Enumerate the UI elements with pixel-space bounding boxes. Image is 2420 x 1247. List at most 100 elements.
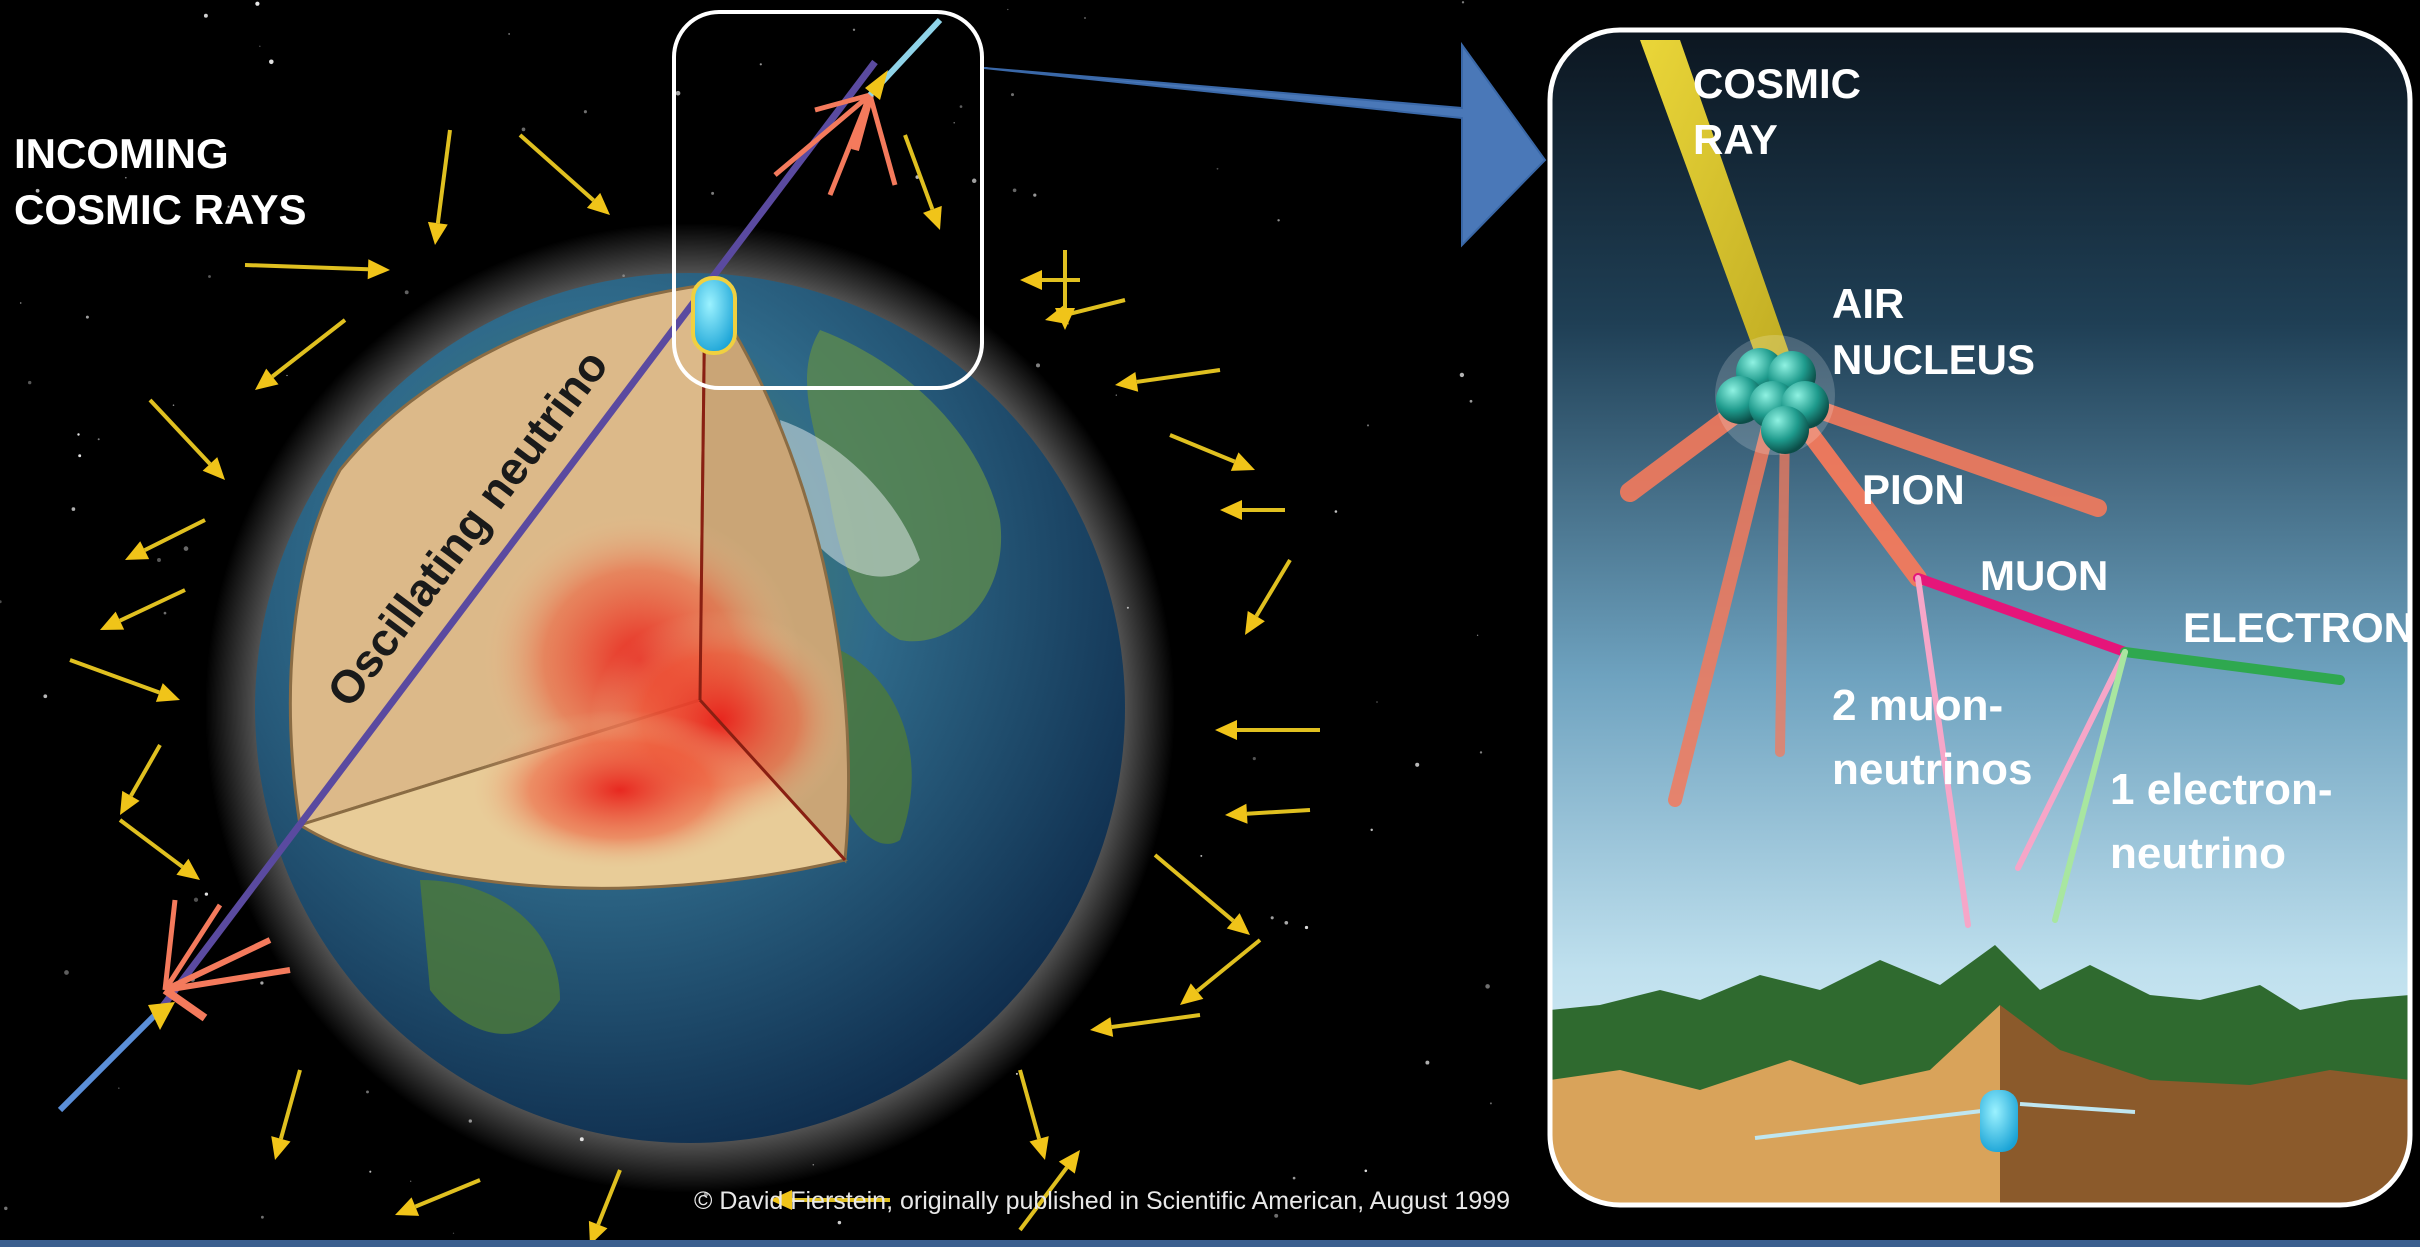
star bbox=[259, 45, 261, 47]
star bbox=[1115, 394, 1117, 396]
star bbox=[675, 90, 681, 96]
star bbox=[19, 302, 22, 304]
star bbox=[203, 13, 208, 18]
cosmic-ray-arrow bbox=[148, 398, 225, 480]
cosmic-ray-arrow bbox=[1018, 1150, 1080, 1232]
zoom-callout-box bbox=[672, 10, 984, 390]
muon-label: MUON bbox=[1980, 552, 2109, 599]
cosmic-ray-arrow bbox=[69, 658, 180, 702]
star bbox=[1015, 1072, 1018, 1075]
star bbox=[1415, 762, 1420, 767]
star bbox=[703, 1192, 709, 1197]
star bbox=[118, 1087, 120, 1089]
oscillating-neutrino-path bbox=[57, 59, 878, 1113]
cosmic-ray-arrow bbox=[255, 318, 347, 390]
star bbox=[366, 1090, 369, 1094]
star bbox=[0, 600, 2, 604]
star bbox=[1084, 17, 1086, 19]
star bbox=[1252, 757, 1256, 761]
cosmic-ray-arrow bbox=[1245, 558, 1292, 635]
star bbox=[452, 1232, 455, 1234]
cosmic-ray-arrow bbox=[125, 518, 206, 560]
cosmic-ray-arrow bbox=[903, 134, 942, 230]
star bbox=[1459, 372, 1465, 378]
star bbox=[261, 1215, 264, 1219]
star bbox=[77, 433, 80, 436]
star bbox=[1035, 363, 1041, 368]
star bbox=[4, 1206, 8, 1211]
star bbox=[172, 404, 175, 406]
muon-track bbox=[1913, 573, 2130, 657]
cosmic-ray-arrow bbox=[518, 133, 610, 215]
star bbox=[1479, 751, 1483, 754]
detail-panel bbox=[1550, 30, 2410, 1205]
star bbox=[71, 507, 76, 511]
star bbox=[1200, 854, 1203, 857]
star bbox=[27, 380, 32, 385]
star bbox=[183, 546, 189, 551]
detail-panel-border bbox=[1547, 27, 2413, 1208]
cosmic-ray-arrow bbox=[770, 1190, 890, 1210]
star bbox=[97, 438, 100, 441]
cosmic-ray-arrow bbox=[244, 259, 390, 280]
star bbox=[1011, 93, 1014, 97]
star bbox=[508, 33, 510, 35]
copyright-credit: © David Fierstein, originally published … bbox=[694, 1187, 1511, 1215]
cosmic-ray-arrow bbox=[1090, 1013, 1201, 1037]
star bbox=[1425, 1060, 1430, 1065]
star bbox=[1216, 167, 1219, 170]
cosmic-ray-arrow bbox=[395, 1178, 481, 1216]
cosmic-ray-arrow bbox=[1169, 433, 1255, 471]
electron-neutrino-label: 1 electron- neutrino bbox=[2110, 765, 2333, 878]
star bbox=[204, 892, 209, 896]
star bbox=[163, 611, 167, 615]
air-nucleus-label: AIR NUCLEUS bbox=[1832, 280, 2036, 383]
star bbox=[85, 315, 89, 319]
star bbox=[1304, 925, 1309, 930]
star bbox=[1277, 219, 1280, 222]
star bbox=[193, 897, 199, 902]
bottom-bar bbox=[0, 1240, 2420, 1247]
muon-neutrinos-label: 2 muon- neutrinos bbox=[1832, 681, 2033, 794]
cosmic-ray-arrow bbox=[118, 818, 200, 880]
neutrino-tracks bbox=[1915, 575, 2128, 928]
cosmic-ray-arrow bbox=[1225, 803, 1311, 824]
cosmic-ray-arrow bbox=[1115, 368, 1221, 392]
star bbox=[1376, 701, 1378, 703]
star bbox=[1489, 1102, 1492, 1105]
star bbox=[107, 198, 110, 201]
star bbox=[369, 1170, 372, 1173]
star bbox=[1364, 1169, 1368, 1173]
star bbox=[1033, 193, 1037, 197]
star bbox=[78, 454, 82, 458]
cosmic-ray-arrow bbox=[1220, 500, 1285, 520]
star bbox=[1270, 916, 1274, 920]
star bbox=[583, 110, 587, 114]
star bbox=[1274, 1213, 1279, 1218]
star bbox=[521, 127, 526, 132]
pion-label: PION bbox=[1862, 466, 1965, 513]
star bbox=[260, 981, 264, 985]
cosmic-ray-arrow bbox=[1153, 853, 1250, 935]
star bbox=[208, 275, 211, 278]
top-particle-shower bbox=[773, 17, 943, 196]
star bbox=[1366, 424, 1370, 427]
star bbox=[286, 374, 288, 377]
star bbox=[124, 176, 127, 179]
star bbox=[255, 1, 260, 6]
star bbox=[971, 178, 977, 184]
cosmic-ray-label: COSMIC RAY bbox=[1693, 60, 1861, 163]
electron-track bbox=[2120, 647, 2345, 685]
electron-label: ELECTRON bbox=[2183, 604, 2414, 651]
star bbox=[959, 105, 963, 108]
star bbox=[1012, 188, 1017, 193]
star bbox=[1007, 8, 1009, 11]
cosmic-ray-arrow bbox=[120, 744, 162, 815]
star bbox=[1461, 1, 1465, 4]
star bbox=[227, 205, 230, 208]
star bbox=[837, 1220, 842, 1225]
mountains bbox=[1550, 945, 2410, 1205]
star bbox=[64, 970, 69, 975]
star bbox=[1476, 634, 1479, 636]
star bbox=[404, 290, 409, 295]
